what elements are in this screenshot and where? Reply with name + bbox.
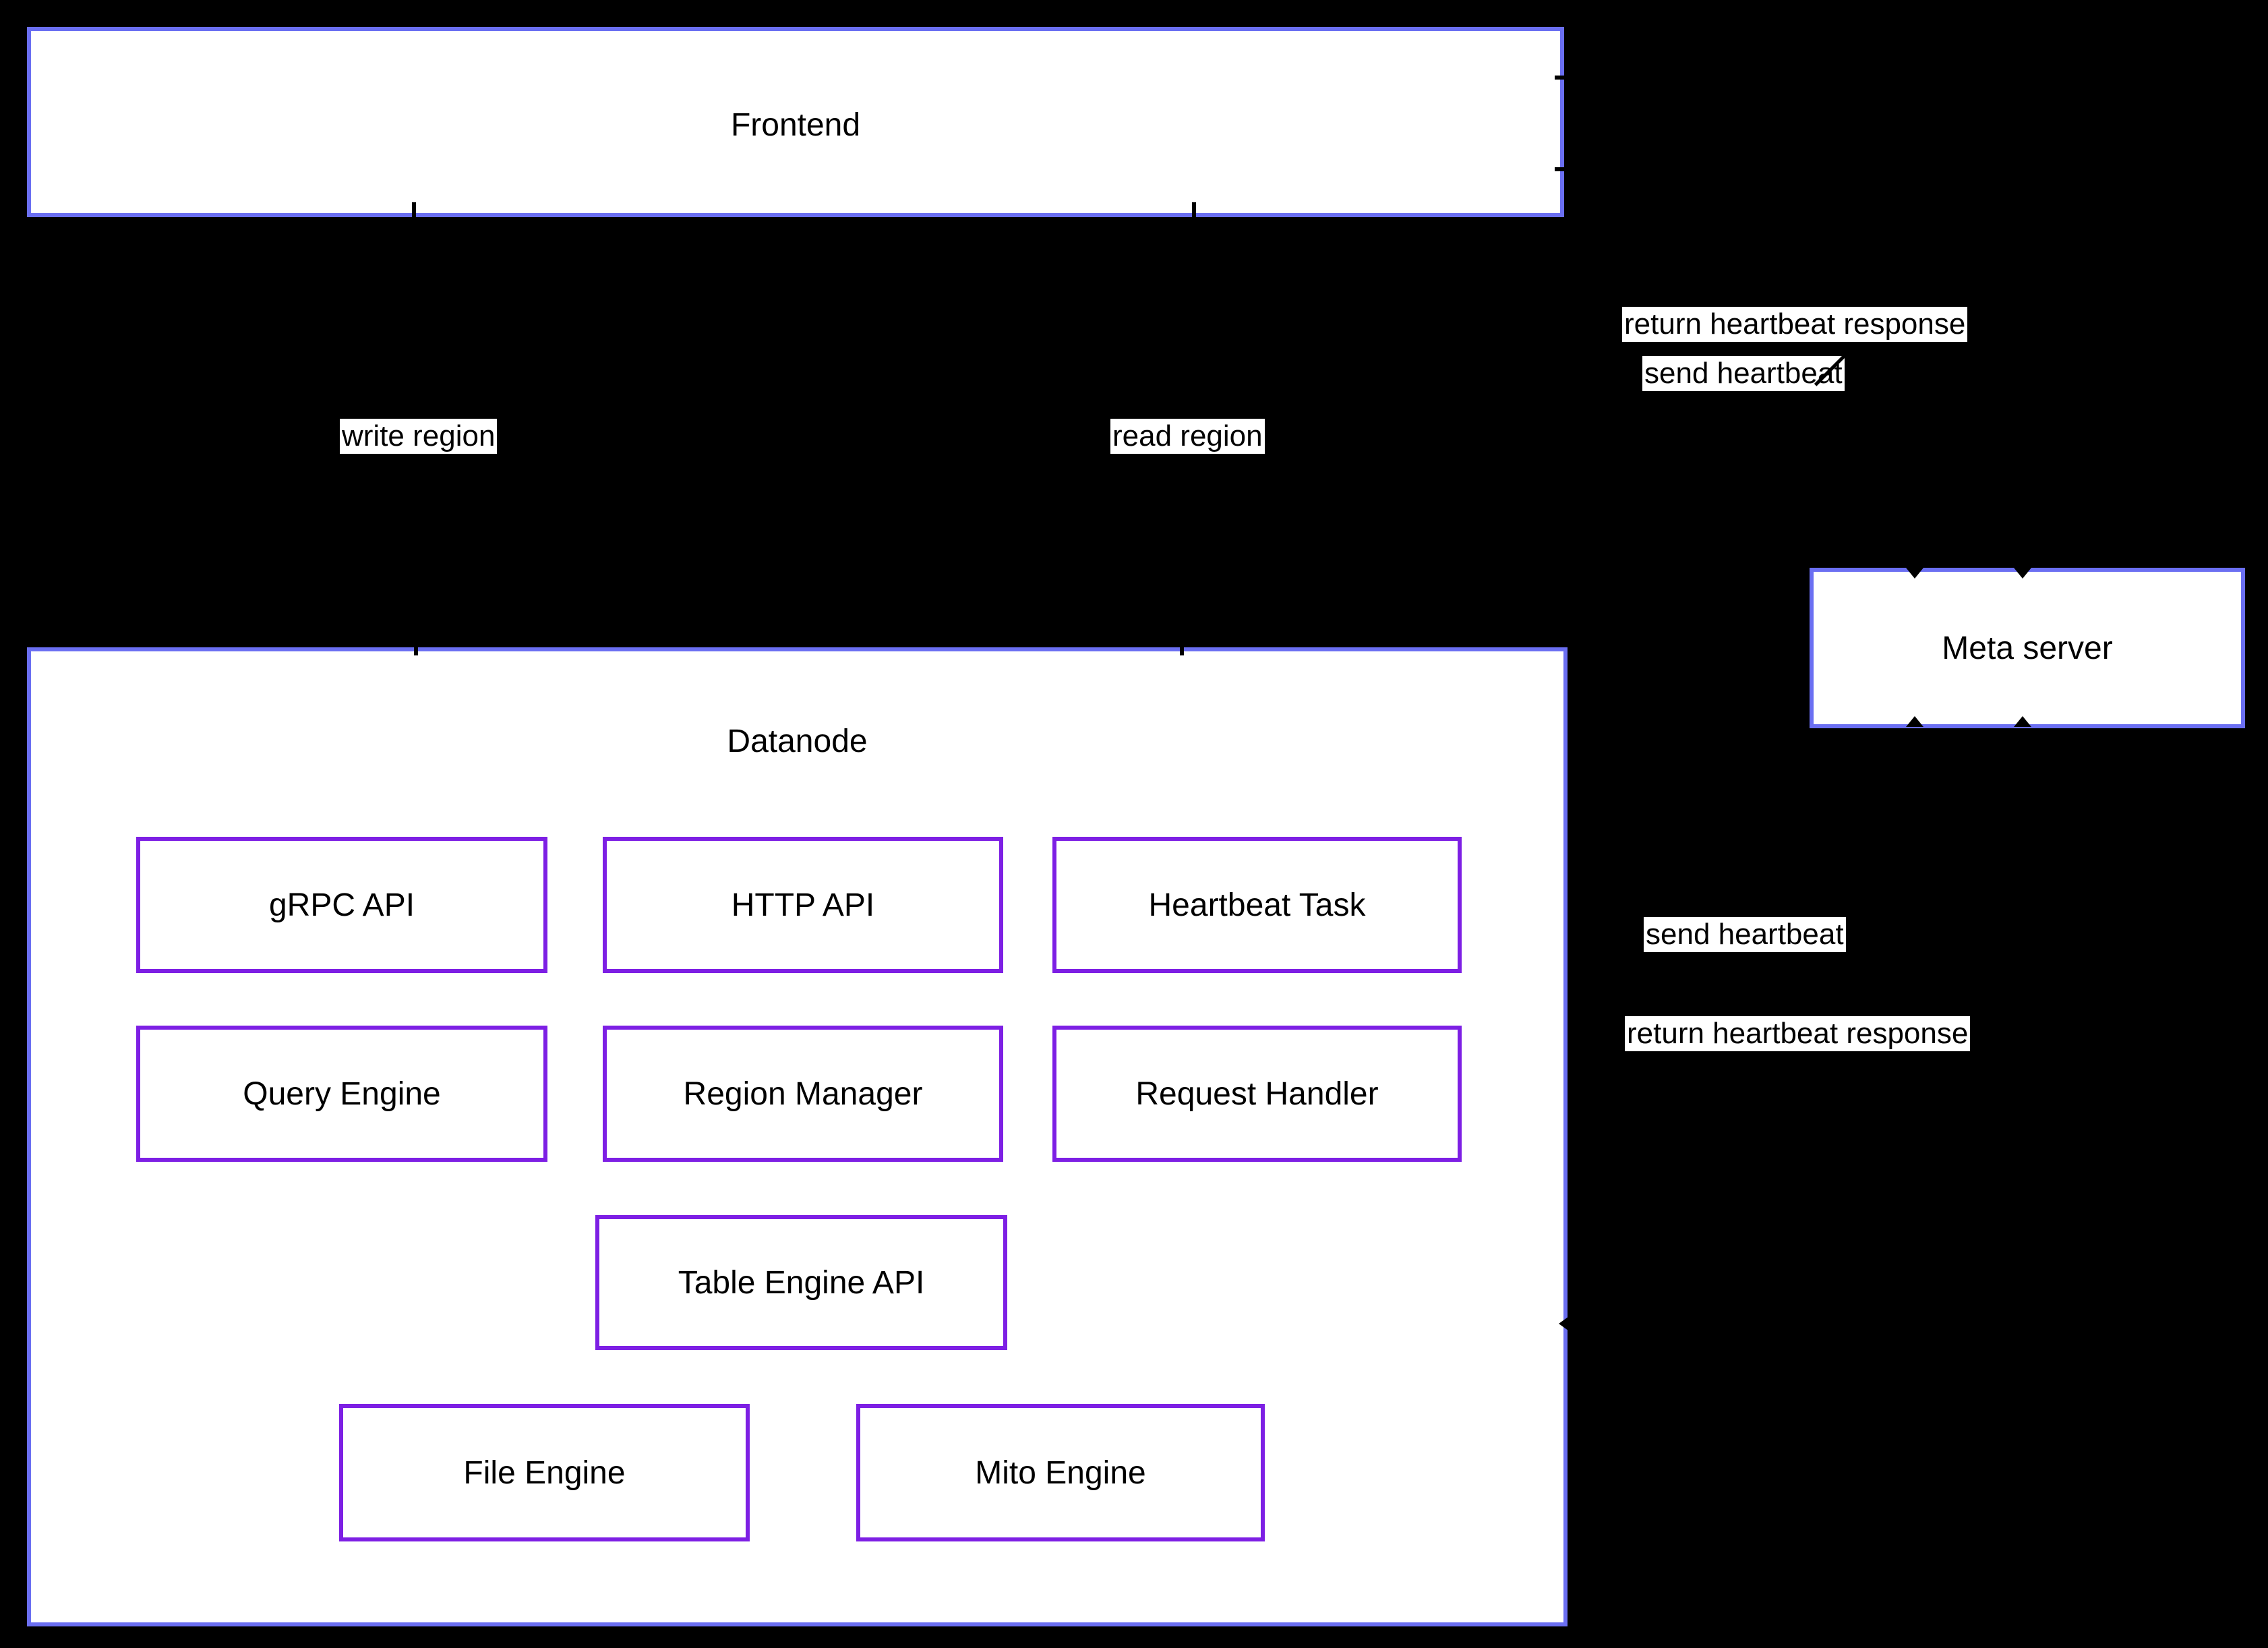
read-region-arrow-tick-datanode <box>1180 638 1184 655</box>
heartbeat-arrow-tick-frontend-right-2 <box>1555 167 1572 171</box>
send-heartbeat-datanode-label: send heartbeat <box>1644 917 1846 952</box>
mito-engine-label: Mito Engine <box>975 1454 1146 1491</box>
frontend-title: Frontend <box>730 107 861 143</box>
return-heartbeat-response-datanode-label: return heartbeat response <box>1625 1016 1971 1051</box>
read-region-arrow-tick-frontend <box>1192 202 1196 220</box>
file-engine-label: File Engine <box>463 1454 626 1491</box>
query-engine-label: Query Engine <box>243 1076 441 1112</box>
query-engine-box: Query Engine <box>136 1026 547 1162</box>
meta-server-title: Meta server <box>1942 630 2113 666</box>
datanode-title: Datanode <box>727 724 868 759</box>
write-region-arrow-tick-frontend <box>412 202 416 220</box>
read-region-label: read region <box>1110 419 1265 454</box>
grpc-api-box: gRPC API <box>136 837 547 973</box>
frontend-node: Frontend <box>27 27 1564 217</box>
mito-engine-box: Mito Engine <box>856 1404 1265 1541</box>
datanode-right-arrowhead <box>1559 1315 1571 1332</box>
heartbeat-arrow-tick-frontend-right-1 <box>1555 76 1572 80</box>
request-handler-box: Request Handler <box>1052 1026 1462 1162</box>
region-manager-box: Region Manager <box>603 1026 1003 1162</box>
request-handler-label: Request Handler <box>1135 1076 1379 1112</box>
meta-bottom-arrowhead-2 <box>2014 716 2031 727</box>
meta-top-arrowhead-1 <box>1906 568 1923 579</box>
meta-server-node: Meta server <box>1810 568 2245 728</box>
return-heartbeat-response-frontend-label: return heartbeat response <box>1622 307 1968 342</box>
send-heartbeat-frontend-label: send heartbeat <box>1642 356 1845 391</box>
grpc-api-label: gRPC API <box>268 887 415 923</box>
http-api-label: HTTP API <box>731 887 875 923</box>
heartbeat-task-label: Heartbeat Task <box>1148 887 1366 923</box>
meta-top-arrowhead-2 <box>2014 568 2031 579</box>
table-engine-api-label: Table Engine API <box>678 1264 925 1301</box>
write-region-arrow-tick-datanode <box>414 638 418 655</box>
http-api-box: HTTP API <box>603 837 1003 973</box>
write-region-label: write region <box>340 419 498 454</box>
heartbeat-task-box: Heartbeat Task <box>1052 837 1462 973</box>
file-engine-box: File Engine <box>339 1404 750 1541</box>
meta-bottom-arrowhead-1 <box>1906 716 1923 727</box>
region-manager-label: Region Manager <box>683 1076 923 1112</box>
table-engine-api-box: Table Engine API <box>595 1215 1007 1350</box>
